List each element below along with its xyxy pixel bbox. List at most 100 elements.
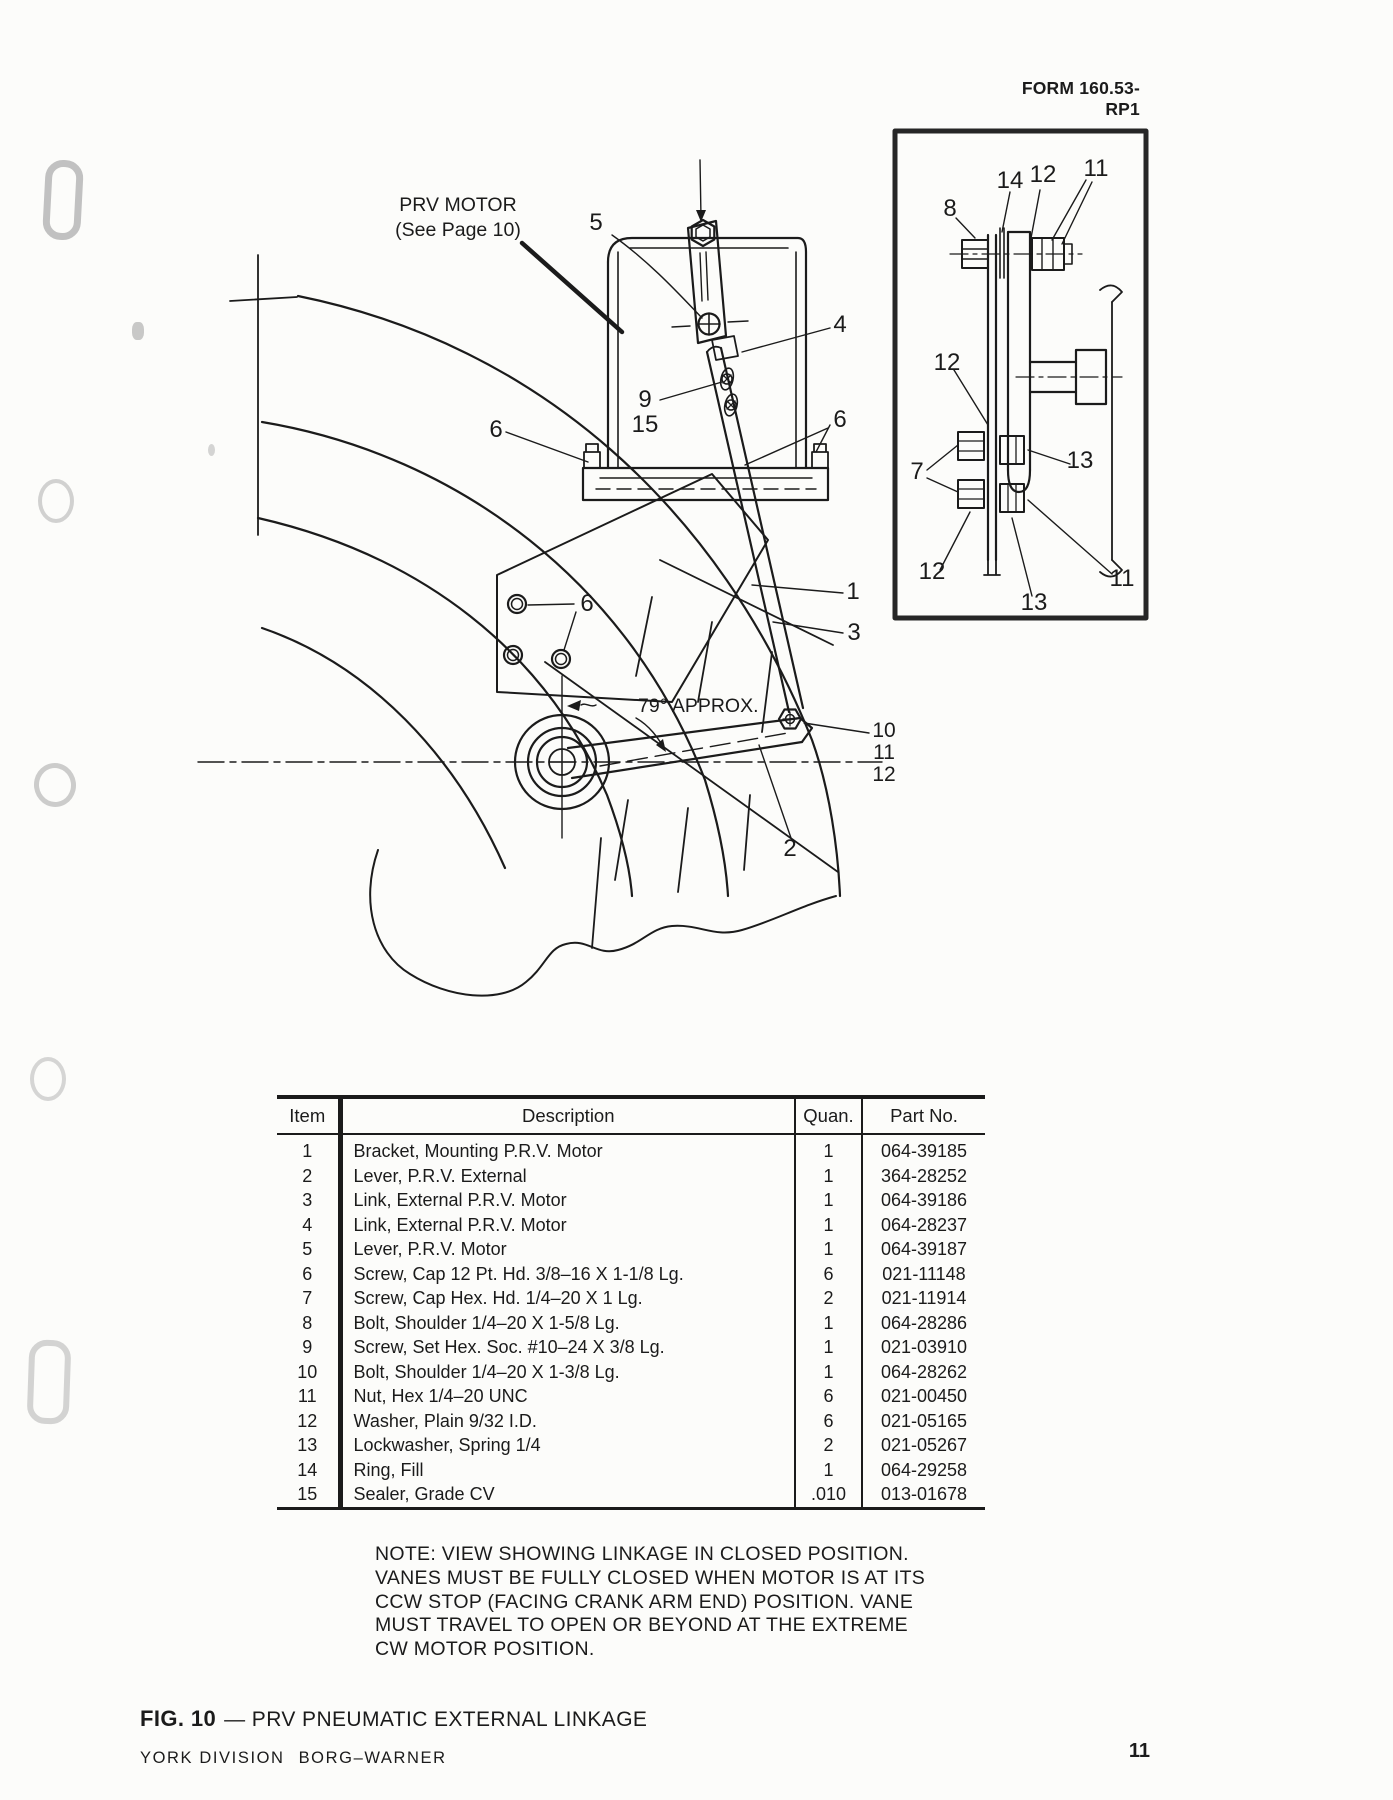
table-cell-part: 064-29258 [880, 1459, 968, 1480]
table-cell-item: 6 [277, 1261, 343, 1286]
table-cell-quan: 2 [795, 1433, 863, 1458]
table-cell-desc: Bolt, Shoulder 1/4–20 X 1-5/8 Lg. [340, 1310, 796, 1335]
table-cell-part: 064-28237 [880, 1214, 968, 1235]
table-cell-part: 013-01678 [862, 1482, 985, 1510]
table-cell-desc: Screw, Set Hex. Soc. #10–24 X 3/8 Lg. [340, 1335, 796, 1360]
note-line: VANES MUST BE FULLY CLOSED WHEN MOTOR IS… [375, 1566, 926, 1589]
callout-1: 1 [846, 578, 859, 605]
table-cell-quan: 1 [795, 1335, 863, 1360]
table-cell-item: 15 [277, 1482, 343, 1510]
inset-leader-lines [926, 179, 1113, 597]
table-cell-desc: Bolt, Shoulder 1/4–20 X 1-3/8 Lg. [340, 1359, 796, 1384]
figure-caption: FIG. 10— PRV PNEUMATIC EXTERNAL LINKAGE [140, 1706, 647, 1732]
callout-6-right: 6 [833, 406, 846, 433]
prv-motor-label: PRV MOTOR [399, 194, 516, 216]
table-cell-desc: Bracket, Mounting P.R.V. Motor [340, 1134, 796, 1164]
inset-callout-7: 7 [910, 458, 923, 485]
table-cell-part: 064-28262 [880, 1361, 968, 1382]
table-cell-desc: Lever, P.R.V. Motor [340, 1237, 796, 1262]
callout-10: 10 [872, 719, 895, 742]
table-cell-quan: 1 [795, 1212, 863, 1237]
table-cell-part: 021-03910 [880, 1337, 968, 1357]
page-number: 11 [1128, 1740, 1150, 1762]
diagram-labels: PRV MOTOR (See Page 10) 79° APPROX. 5 4 … [395, 155, 1134, 862]
table-cell-item: 13 [277, 1433, 343, 1458]
inset-callout-12-mid: 12 [934, 349, 961, 376]
table-cell-part: 021-11148 [882, 1263, 966, 1284]
table-cell-item: 8 [277, 1310, 343, 1335]
table-cell-quan: 1 [795, 1188, 863, 1213]
column-header-partno: Part No. [862, 1095, 985, 1135]
punch-hole [38, 479, 74, 523]
callout-2: 2 [783, 835, 796, 862]
main-leader-lines [505, 234, 870, 839]
form-number: FORM 160.53-RP1 [1021, 78, 1140, 119]
note-line: MUST TRAVEL TO OPEN OR BEYOND AT THE EXT… [375, 1614, 908, 1637]
table-cell-quan: 1 [795, 1134, 863, 1164]
footer-company: BORG–WARNER [298, 1749, 447, 1767]
figure-title: — PRV PNEUMATIC EXTERNAL LINKAGE [224, 1708, 648, 1731]
scan-smudge [208, 444, 215, 456]
punch-hole [30, 1057, 66, 1101]
callout-15: 15 [632, 411, 659, 438]
table-cell-item: 5 [277, 1237, 343, 1262]
table-cell-quan: 6 [795, 1261, 863, 1286]
table-cell-part: 021-00450 [880, 1386, 968, 1406]
angle-label: 79° APPROX. [638, 695, 759, 717]
inset-callout-11-top: 11 [1084, 155, 1109, 182]
table-cell-part: 064-39185 [880, 1141, 968, 1161]
table-cell-quan: 1 [795, 1237, 863, 1262]
mounting-plate [496, 473, 769, 703]
table-cell-item: 7 [277, 1286, 343, 1311]
callout-9: 9 [638, 386, 651, 413]
table-cell-part: 021-05165 [880, 1410, 968, 1431]
callout-5: 5 [589, 209, 602, 236]
table-cell-quan: 2 [795, 1286, 863, 1311]
inset-callout-13-right: 13 [1067, 447, 1094, 474]
table-cell-desc: Screw, Cap 12 Pt. Hd. 3/8–16 X 1-1/8 Lg. [340, 1261, 796, 1286]
inset-callout-8: 8 [943, 195, 956, 222]
table-cell-desc: Nut, Hex 1/4–20 UNC [340, 1384, 796, 1409]
lever-and-links [513, 159, 814, 811]
table-cell-item: 11 [277, 1384, 343, 1409]
table-cell-part: 064-28286 [880, 1312, 968, 1333]
inset-view [892, 128, 1149, 621]
callout-6-mid: 6 [580, 590, 593, 617]
prv-motor-sublabel: (See Page 10) [395, 219, 521, 241]
table-cell-item: 1 [277, 1134, 343, 1164]
inset-border [892, 128, 1149, 621]
table-cell-quan: 1 [795, 1163, 863, 1188]
inset-callout-11-bottom: 11 [1110, 565, 1135, 592]
column-header-quan: Quan. [795, 1095, 863, 1135]
table-cell-item: 4 [277, 1212, 343, 1237]
inset-callout-14: 14 [997, 167, 1024, 194]
callout-3: 3 [847, 619, 860, 646]
inset-callout-13-bottom: 13 [1021, 589, 1048, 616]
table-cell-quan: 1 [795, 1457, 863, 1482]
main-view-linework [197, 254, 883, 997]
note-line: CCW STOP (FACING CRANK ARM END) POSITION… [375, 1590, 914, 1613]
callout-11: 11 [873, 741, 895, 764]
table-header-row: Item Description Quan. Part No. [277, 1095, 985, 1135]
callout-4: 4 [833, 311, 846, 338]
table-cell-quan: 1 [795, 1310, 863, 1335]
table-cell-quan: .010 [795, 1482, 863, 1510]
table-cell-quan: 1 [795, 1359, 863, 1384]
